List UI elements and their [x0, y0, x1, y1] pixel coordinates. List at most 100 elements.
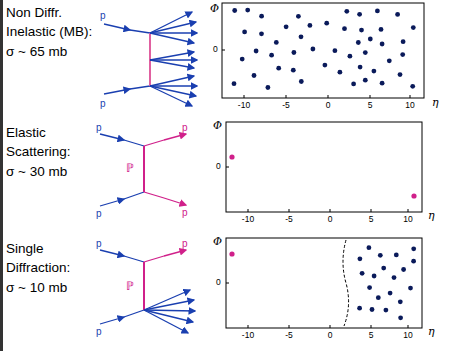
- particle-dot: [245, 8, 250, 13]
- tick-label: -5: [282, 101, 290, 110]
- particle-dot: [259, 14, 264, 19]
- symbol-label: p: [96, 208, 102, 219]
- particle-dot: [324, 21, 329, 26]
- particle-dot: [398, 72, 403, 77]
- symbol-label: ℙ: [126, 162, 134, 175]
- process-label: σ ~ 65 mb: [6, 45, 67, 60]
- symbol-label: Φ: [213, 120, 222, 132]
- eta-phi-plot: [226, 238, 422, 328]
- particle-dot: [311, 47, 316, 52]
- particle-dot: [276, 66, 281, 71]
- feynman-single-diffraction: [100, 250, 195, 333]
- particle-dot: [359, 28, 364, 33]
- particle-dot: [333, 48, 338, 53]
- particle-dot: [356, 40, 361, 45]
- particle-dot: [291, 68, 296, 73]
- particle-dot: [368, 37, 373, 42]
- symbol-label: p: [96, 122, 102, 133]
- particle-dot: [379, 27, 384, 32]
- process-label: Non Diffr.: [6, 6, 62, 21]
- particle-dots: [232, 8, 416, 90]
- symbol-label: p: [96, 326, 102, 337]
- symbol-label: p: [96, 238, 102, 249]
- tick-label: 5: [369, 331, 374, 340]
- particle-dot: [357, 306, 362, 311]
- tick-label: -10: [242, 215, 254, 224]
- particle-dot: [400, 52, 405, 57]
- particle-dot: [296, 14, 301, 19]
- particle-dot: [381, 266, 386, 271]
- symbol-label: p: [182, 122, 188, 133]
- particle-dot: [370, 307, 375, 312]
- particle-dot: [308, 23, 313, 28]
- particle-dot: [358, 65, 363, 70]
- tick-label: -10: [238, 101, 250, 110]
- particle-dot: [380, 81, 385, 86]
- tick-label: 10: [403, 215, 412, 224]
- particle-dot: [299, 79, 304, 84]
- symbol-label: p: [100, 10, 106, 21]
- tick-label: -5: [285, 215, 293, 224]
- process-label: σ ~ 30 mb: [6, 165, 67, 180]
- particle-dot: [375, 9, 380, 14]
- particle-dot: [266, 85, 271, 90]
- particle-dot: [411, 259, 416, 264]
- particle-dot: [363, 50, 368, 55]
- particle-dot: [411, 25, 416, 30]
- particle-dot: [372, 69, 377, 74]
- particle-dot: [378, 253, 383, 258]
- particle-dot: [284, 24, 289, 29]
- particle-dot: [348, 54, 353, 59]
- symbol-label: η: [432, 97, 439, 109]
- process-label: Inelastic (MB):: [6, 25, 92, 40]
- particle-dot: [360, 271, 365, 276]
- process-label: Diffraction:: [6, 261, 70, 276]
- particle-dots: [357, 245, 416, 320]
- particle-dot: [372, 274, 377, 279]
- particle-dot: [410, 84, 415, 89]
- tick-label: -5: [285, 331, 293, 340]
- particle-dot: [408, 286, 413, 291]
- tick-label: 0: [216, 162, 221, 171]
- tick-label: 10: [403, 331, 412, 340]
- feynman-inelastic: [104, 12, 197, 106]
- particle-dot: [269, 53, 274, 58]
- edge-bar: [0, 0, 3, 351]
- symbol-label: Φ: [213, 236, 222, 248]
- particle-dot: [363, 78, 368, 83]
- particle-dot: [292, 50, 297, 55]
- particle-dot: [252, 73, 257, 78]
- particle-dot: [232, 8, 237, 13]
- particle-dot: [358, 256, 363, 261]
- feynman-elastic: [100, 134, 186, 206]
- proton-dot: [229, 251, 234, 256]
- proton-dot: [411, 193, 416, 198]
- tick-label: 0: [326, 101, 331, 110]
- particle-dot: [274, 40, 279, 45]
- symbol-label: η: [428, 326, 435, 338]
- eta-phi-plot: [222, 3, 424, 98]
- particle-dot: [299, 34, 304, 39]
- particle-dot: [240, 57, 245, 62]
- particle-dot: [338, 70, 343, 75]
- particle-dot: [367, 245, 372, 250]
- particle-dot: [232, 81, 237, 86]
- process-label: σ ~ 10 mb: [6, 281, 67, 296]
- particle-dot: [387, 58, 392, 63]
- symbol-label: p: [182, 238, 188, 249]
- tick-label: 5: [369, 215, 374, 224]
- particle-dot: [395, 12, 400, 17]
- particle-dot: [380, 42, 385, 47]
- particle-dot: [242, 30, 247, 35]
- particle-dot: [259, 31, 264, 36]
- particle-dot: [351, 82, 356, 87]
- particle-dot: [384, 308, 389, 313]
- particle-dot: [392, 275, 397, 280]
- proton-dot: [229, 154, 234, 159]
- tick-label: 0: [328, 331, 333, 340]
- particle-dot: [398, 299, 403, 304]
- particle-dot: [398, 315, 403, 320]
- symbol-label: ℙ: [126, 280, 134, 293]
- tick-label: 5: [368, 101, 373, 110]
- tick-label: 10: [405, 101, 414, 110]
